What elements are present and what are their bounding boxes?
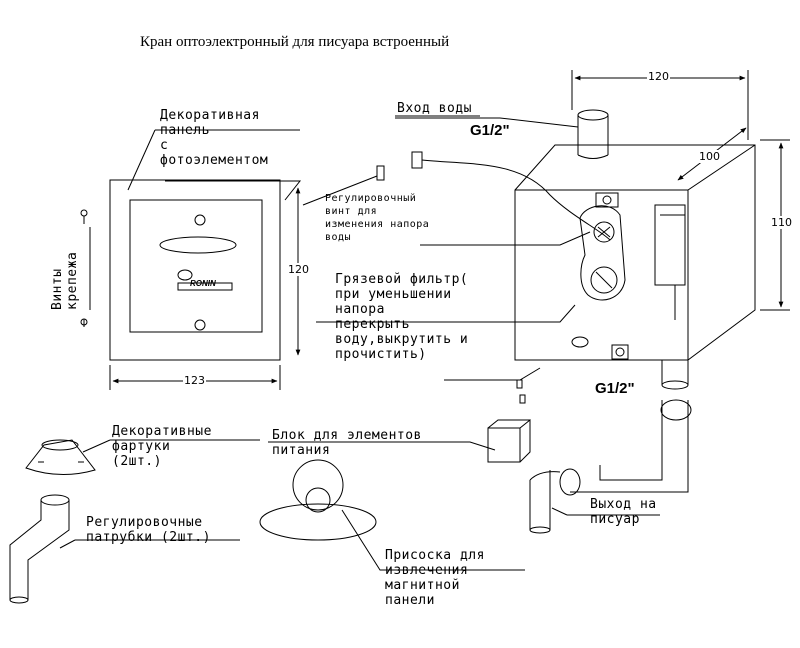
label-outlet: Выход на писуар [590, 497, 657, 527]
label-water-in: Вход воды [397, 101, 472, 116]
label-battery: Блок для элементов питания [272, 428, 422, 458]
page-title: Кран оптоэлектронный для писуара встроен… [140, 34, 450, 50]
label-thread-top: G1/2" [470, 122, 510, 139]
label-screws: Винты крепежа [50, 251, 80, 310]
valve-box [514, 144, 756, 361]
label-aprons: Декоративные фартуки (2шт.) [112, 424, 212, 469]
outlet-pipe-icon [529, 399, 692, 534]
decorative-panel [109, 179, 281, 361]
dim-panel-width: 123 [183, 374, 206, 387]
dim-box-depth: 100 [698, 150, 721, 163]
apron-icon [25, 439, 96, 476]
logo: RONIN [190, 279, 216, 288]
dim-box-width: 120 [647, 70, 670, 83]
dim-box-height: 110 [770, 216, 793, 229]
label-adjust-screw: Регулировочный винт для изменения напора… [325, 193, 430, 243]
label-deco-panel: Декоративная панель с фотоэлементом [160, 108, 269, 168]
label-suction: Присоска для извлечения магнитной панели [385, 548, 485, 608]
screw-icons [80, 209, 88, 327]
suction-cup-icon [259, 459, 377, 541]
battery-box [487, 418, 531, 463]
pipe-icon [9, 494, 70, 604]
label-pipes: Регулировочные патрубки (2шт.) [86, 515, 211, 545]
dim-panel-height: 120 [287, 263, 310, 276]
label-filter: Грязевой фильтр( при уменьшении напора п… [335, 272, 469, 362]
label-thread-bottom: G1/2" [595, 380, 635, 397]
